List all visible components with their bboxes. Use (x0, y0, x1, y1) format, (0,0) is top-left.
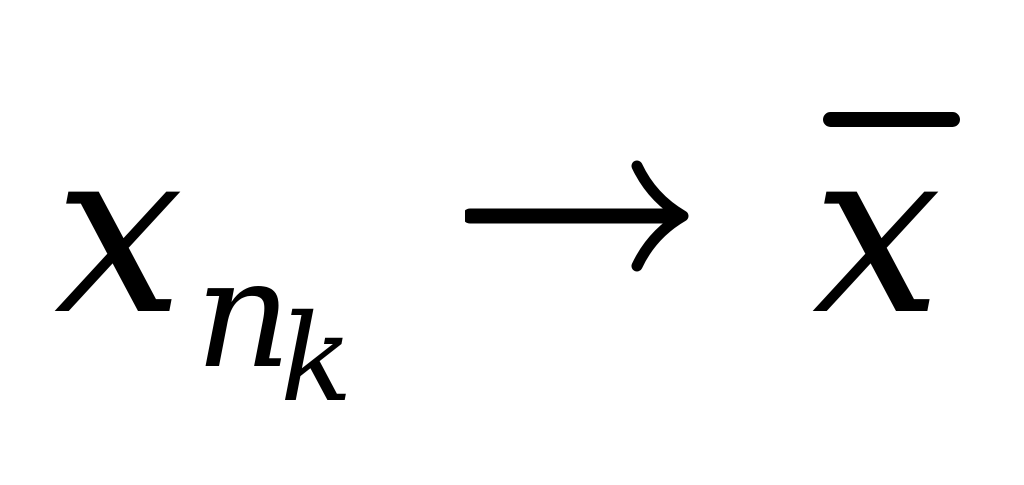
variable-x-bar: x (812, 99, 942, 366)
subscript-n: n (195, 228, 292, 402)
right-arrow-icon (465, 160, 689, 272)
overline-bar (823, 112, 960, 127)
subscript-k: k (280, 290, 353, 429)
variable-x: x (54, 99, 184, 366)
